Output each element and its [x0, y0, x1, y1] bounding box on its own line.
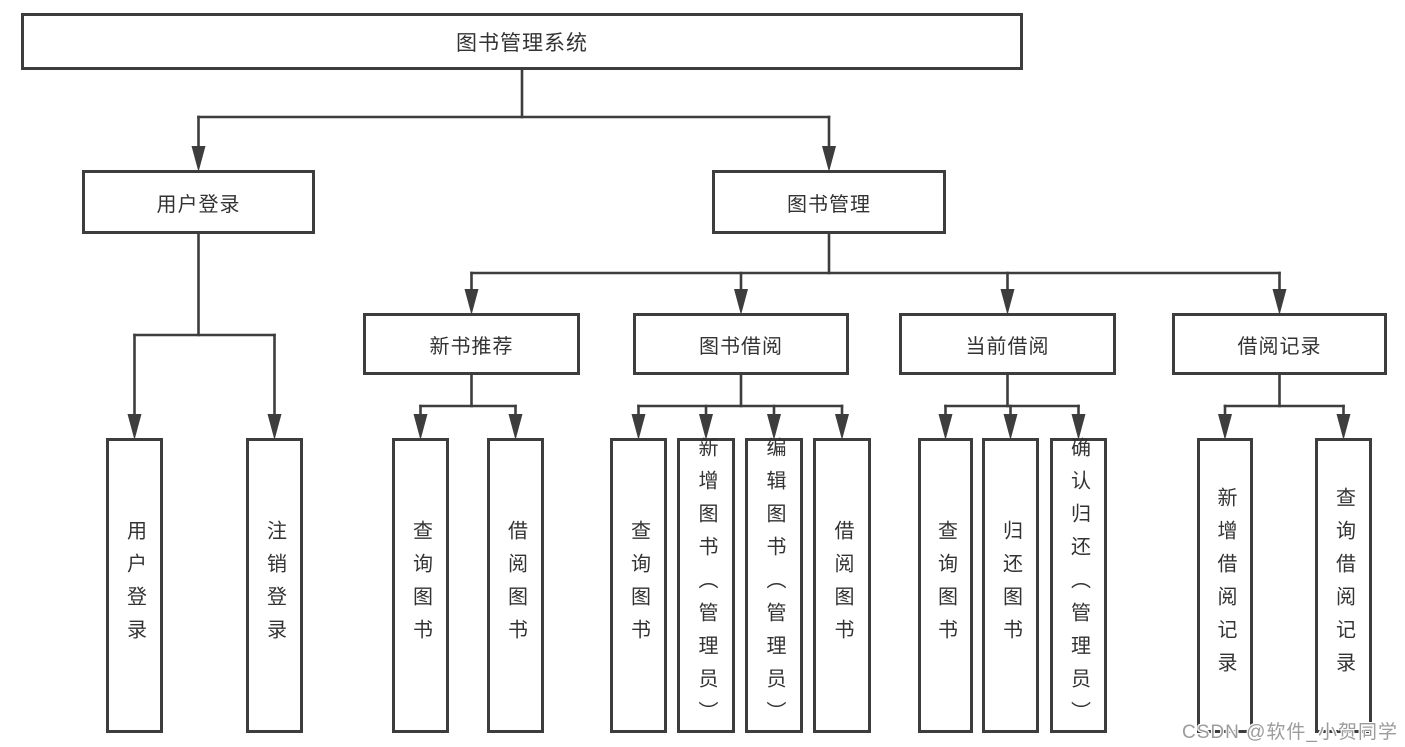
node-leaf-add-book: 新增图书（管理员）	[677, 437, 735, 734]
node-book-mgmt: 图书管理	[712, 170, 946, 234]
edge-arrowhead-leaf-user-login	[127, 414, 142, 440]
node-borrow-records: 借阅记录	[1172, 313, 1387, 375]
node-label-root: 图书管理系统	[456, 31, 588, 55]
node-leaf-logout: 注销登录	[246, 438, 303, 733]
edge-arrowhead-leaf-edit-book	[767, 414, 781, 440]
node-label-leaf-edit-book: 编辑图书（管理员）	[763, 437, 785, 734]
node-label-leaf-logout: 注销登录	[263, 519, 286, 652]
node-leaf-edit-book: 编辑图书（管理员）	[745, 437, 803, 734]
edge-arrowhead-leaf-add-book	[699, 414, 713, 440]
node-leaf-borrow-book-1: 借阅图书	[487, 438, 544, 733]
node-leaf-add-borrow-record: 新增借阅记录	[1197, 438, 1253, 733]
node-leaf-query-book-3: 查询图书	[918, 438, 973, 733]
edge-arrowhead-leaf-borrow-book-1	[508, 414, 523, 440]
edge-arrowhead-leaf-borrow-book-2	[835, 414, 849, 440]
edge-arrowhead-book-borrow	[734, 289, 748, 315]
node-leaf-query-book-1: 查询图书	[392, 438, 449, 733]
node-user-login: 用户登录	[82, 170, 315, 234]
node-leaf-user-login: 用户登录	[106, 438, 163, 733]
edge-arrowhead-leaf-query-borrow-record	[1336, 414, 1351, 440]
node-label-leaf-add-book: 新增图书（管理员）	[695, 437, 717, 734]
edge-arrowhead-leaf-query-book-3	[938, 414, 953, 440]
node-leaf-confirm-return: 确认归还（管理员）	[1050, 437, 1107, 734]
node-label-leaf-query-book-1: 查询图书	[409, 519, 432, 652]
node-label-book-mgmt: 图书管理	[787, 193, 871, 216]
node-label-leaf-add-borrow-record: 新增借阅记录	[1214, 486, 1236, 685]
edge-arrowhead-leaf-query-book-2	[631, 414, 646, 440]
node-label-new-book-rec: 新书推荐	[429, 335, 514, 358]
edge-arrowhead-current-borrow	[1000, 289, 1015, 315]
edge-arrowhead-book-mgmt	[822, 146, 836, 172]
node-current-borrow: 当前借阅	[899, 313, 1116, 375]
node-leaf-borrow-book-2: 借阅图书	[813, 438, 871, 733]
watermark-text: CSDN @软件_小贺同学	[1182, 722, 1398, 743]
edge-arrowhead-user-login	[191, 146, 206, 172]
edge-arrowhead-new-book-rec	[464, 289, 479, 315]
edge-arrowhead-leaf-return-book	[1003, 414, 1018, 440]
node-book-borrow: 图书借阅	[633, 313, 849, 375]
node-label-book-borrow: 图书借阅	[699, 335, 783, 358]
node-label-leaf-query-book-3: 查询图书	[934, 519, 957, 652]
edge-arrowhead-borrow-records	[1272, 289, 1287, 315]
edge-arrowhead-leaf-logout	[267, 414, 282, 440]
node-label-leaf-confirm-return: 确认归还（管理员）	[1067, 437, 1090, 734]
edge-arrowhead-leaf-confirm-return	[1071, 414, 1086, 440]
node-label-current-borrow: 当前借阅	[965, 335, 1050, 358]
node-label-leaf-query-book-2: 查询图书	[627, 519, 650, 652]
node-label-leaf-query-borrow-record: 查询借阅记录	[1332, 486, 1355, 685]
node-leaf-return-book: 归还图书	[982, 438, 1039, 733]
node-root: 图书管理系统	[21, 13, 1023, 70]
node-label-leaf-borrow-book-1: 借阅图书	[504, 519, 527, 652]
node-label-borrow-records: 借阅记录	[1237, 335, 1322, 358]
node-leaf-query-borrow-record: 查询借阅记录	[1315, 438, 1372, 733]
edge-arrowhead-leaf-add-borrow-record	[1218, 414, 1232, 440]
node-label-leaf-user-login: 用户登录	[123, 519, 146, 652]
node-label-leaf-return-book: 归还图书	[999, 519, 1022, 652]
node-label-user-login: 用户登录	[156, 193, 241, 216]
node-leaf-query-book-2: 查询图书	[610, 438, 667, 733]
node-new-book-rec: 新书推荐	[363, 313, 580, 375]
edge-arrowhead-leaf-query-book-1	[413, 414, 428, 440]
node-label-leaf-borrow-book-2: 借阅图书	[831, 519, 853, 652]
